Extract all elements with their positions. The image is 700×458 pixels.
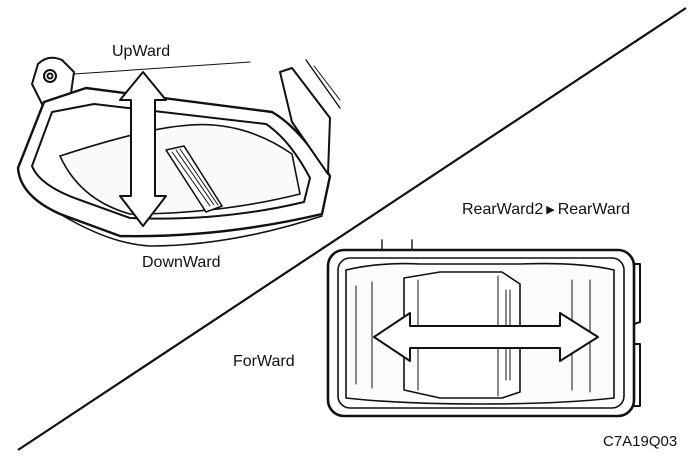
door-handle-perspective [16, 56, 341, 247]
label-upward: UpWard [112, 43, 171, 60]
diagonal-divider [17, 7, 687, 451]
figure-code: C7A19Q03 [603, 433, 678, 450]
label-rearward-to: RearWard [557, 201, 630, 218]
label-downward: DownWard [142, 254, 221, 271]
label-rearward: RearWard2▶RearWard [462, 202, 630, 218]
label-rearward-from: RearWard2 [462, 201, 544, 218]
door-handle-front [326, 239, 641, 418]
triangle-right-icon: ▶ [546, 204, 555, 216]
label-forward: ForWard [233, 353, 295, 370]
leftright-arrow-icon [373, 312, 599, 362]
updown-arrow-icon [119, 71, 167, 227]
